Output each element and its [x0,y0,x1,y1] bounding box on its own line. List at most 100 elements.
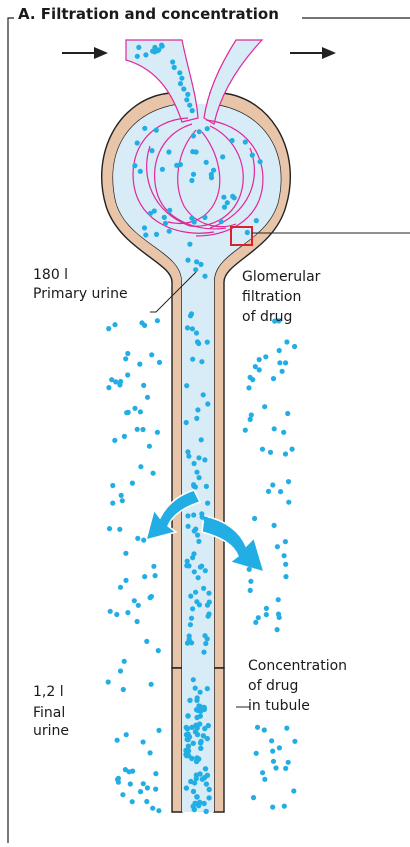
drug-molecule-dot [150,806,155,811]
drug-molecule-dot [191,172,196,177]
drug-molecule-dot [193,267,198,272]
drug-molecule-dot [205,686,210,691]
drug-molecule-dot [203,517,208,522]
drug-molecule-dot [192,569,197,574]
drug-molecule-dot [202,457,207,462]
drug-molecule-dot [283,360,288,365]
drug-molecule-dot [153,573,158,578]
drug-molecule-dot [140,427,145,432]
drug-molecule-dot [260,447,265,452]
drug-molecule-dot [206,795,211,800]
drug-molecule-dot [149,352,154,357]
drug-molecule-dot [187,633,192,638]
drug-molecule-dot [230,138,235,143]
drug-molecule-dot [149,148,154,153]
drug-molecule-dot [130,481,135,486]
drug-molecule-dot [132,598,137,603]
drug-molecule-dot [183,748,188,753]
drug-molecule-dot [271,759,276,764]
drug-molecule-dot [246,385,251,390]
drug-molecule-dot [136,603,141,608]
drug-molecule-dot [191,512,196,517]
drug-molecule-dot [188,779,193,784]
drug-molecule-dot [184,383,189,388]
drug-molecule-dot [220,154,225,159]
drug-molecule-dot [138,464,143,469]
arrow-right-icon [290,47,336,59]
drug-molecule-dot [251,559,256,564]
drug-molecule-dot [199,359,204,364]
drug-molecule-dot [258,159,263,164]
drug-molecule-dot [196,341,201,346]
drug-molecule-dot [206,723,211,728]
drug-molecule-dot [106,385,111,390]
drug-molecule-dot [197,602,202,607]
drug-molecule-dot [207,611,212,616]
drug-molecule-dot [276,597,281,602]
drug-molecule-dot [203,641,208,646]
drug-molecule-dot [204,484,209,489]
drug-molecule-dot [283,766,288,771]
drug-molecule-dot [148,211,153,216]
drug-molecule-dot [219,219,224,224]
drug-molecule-dot [249,412,254,417]
drug-molecule-dot [277,745,282,750]
drug-molecule-dot [138,169,143,174]
drug-molecule-dot [282,804,287,809]
drug-molecule-dot [263,354,268,359]
drug-molecule-dot [123,356,128,361]
drug-molecule-dot [209,175,214,180]
drug-molecule-dot [248,588,253,593]
drug-molecule-dot [154,232,159,237]
drug-molecule-dot [116,780,121,785]
drug-molecule-dot [198,713,203,718]
drug-molecule-dot [185,726,190,731]
drug-molecule-dot [124,732,129,737]
drug-molecule-dot [187,698,192,703]
drug-molecule-dot [188,622,193,627]
drug-molecule-dot [188,313,193,318]
drug-molecule-dot [247,567,252,572]
drug-molecule-dot [280,369,285,374]
drug-molecule-dot [112,438,117,443]
drug-molecule-dot [271,376,276,381]
tubule-wall [214,668,224,812]
drug-molecule-dot [245,230,250,235]
drug-molecule-dot [184,97,189,102]
drug-molecule-dot [156,808,161,813]
drug-molecule-dot [193,590,198,595]
drug-molecule-dot [141,739,146,744]
drug-molecule-dot [191,741,196,746]
drug-molecule-dot [197,475,202,480]
drug-molecule-dot [262,777,267,782]
drug-molecule-dot [108,609,113,614]
drug-molecule-dot [184,753,189,758]
drug-molecule-dot [118,585,123,590]
drug-molecule-dot [194,794,199,799]
drug-molecule-dot [138,789,143,794]
drug-molecule-dot [252,516,257,521]
drug-molecule-dot [204,160,209,165]
drug-molecule-dot [198,564,203,569]
tubule-wall [172,668,182,812]
primary-urine-volume: 180 l [33,267,68,284]
drug-molecule-dot [286,500,291,505]
drug-molecule-dot [193,729,198,734]
drug-molecule-dot [184,420,189,425]
drug-molecule-dot [135,140,140,145]
drug-molecule-dot [194,776,199,781]
drug-molecule-dot [286,760,291,765]
drug-molecule-dot [163,221,168,226]
drug-molecule-dot [190,606,195,611]
drug-molecule-dot [144,639,149,644]
drug-molecule-dot [194,330,199,335]
drug-molecule-dot [125,372,130,377]
drug-molecule-dot [194,698,199,703]
drug-molecule-dot [204,809,209,814]
drug-molecule-dot [112,322,117,327]
drug-molecule-dot [174,163,179,168]
drug-molecule-dot [167,229,172,234]
drug-molecule-dot [205,340,210,345]
drug-molecule-dot [132,406,137,411]
drug-molecule-dot [243,139,248,144]
